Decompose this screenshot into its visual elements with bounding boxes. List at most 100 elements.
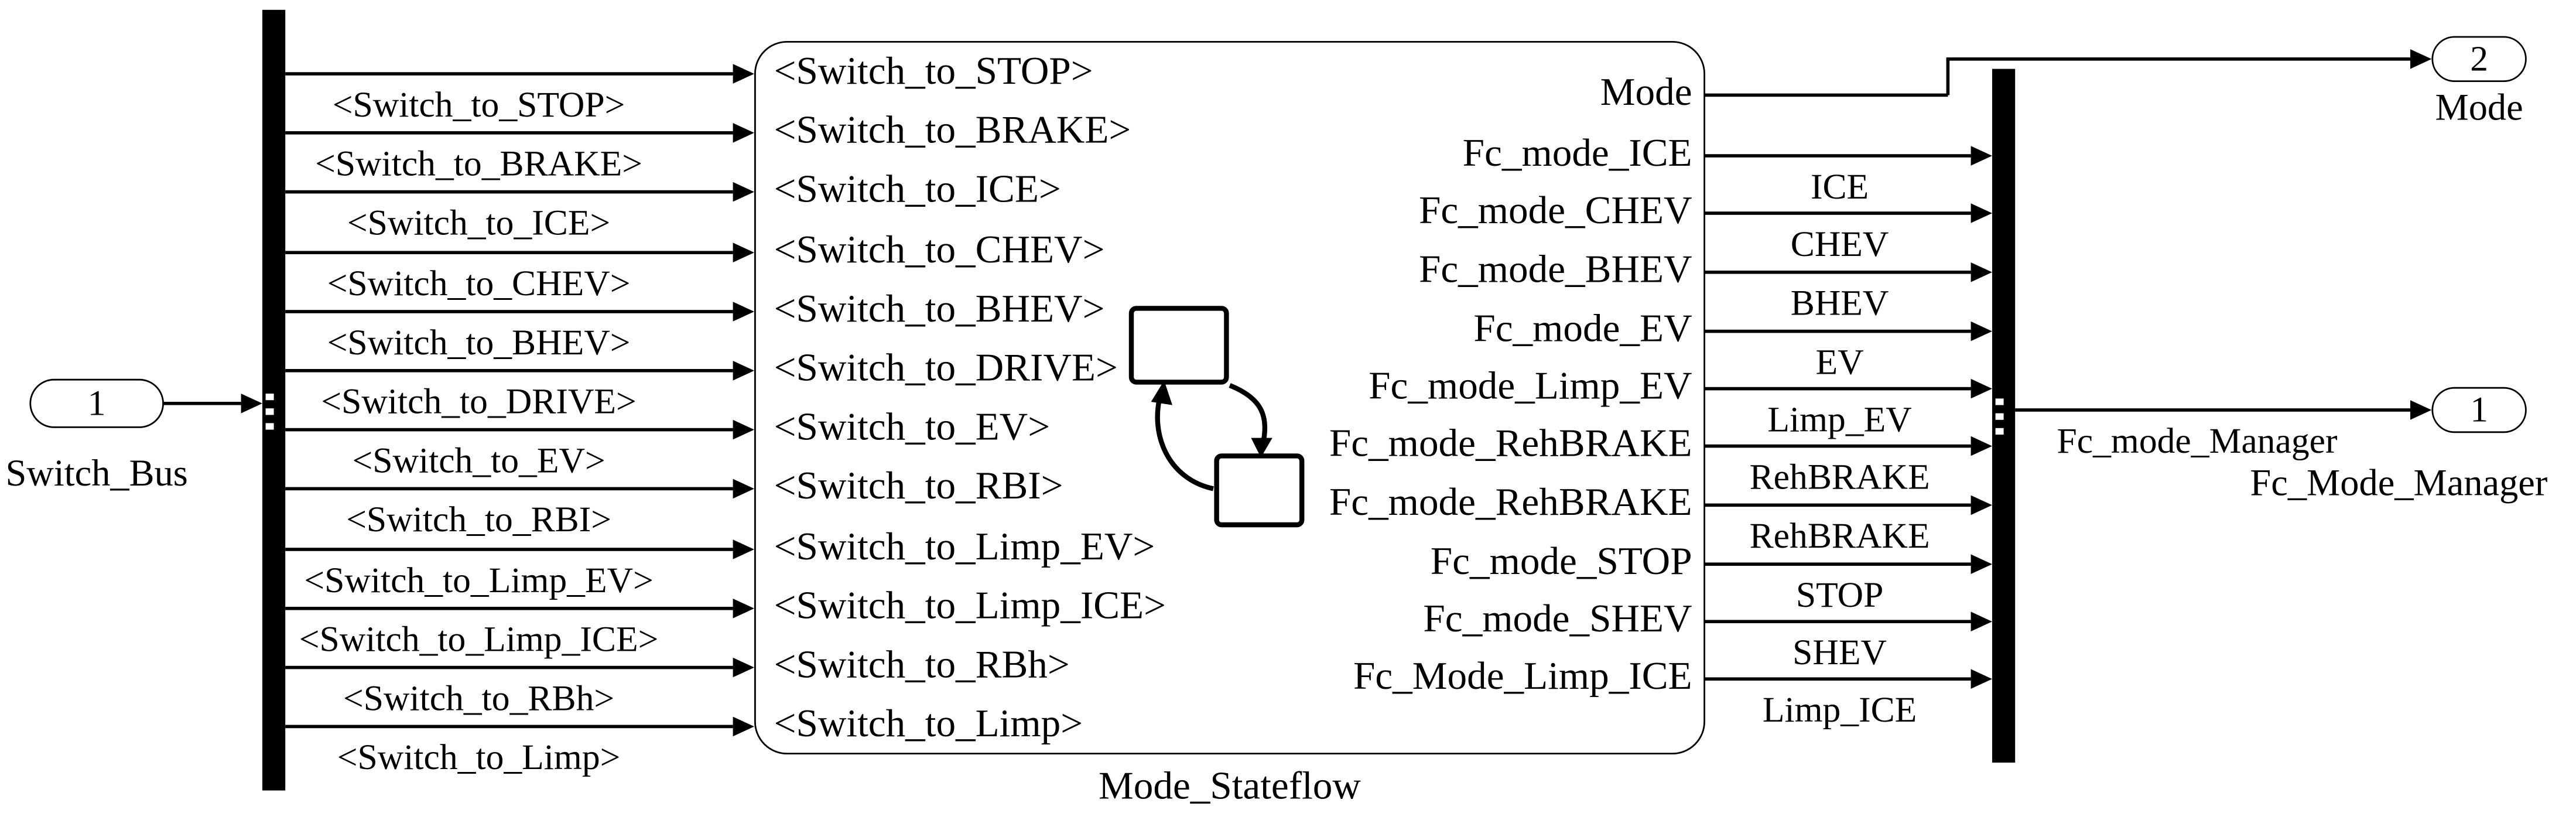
chart-output-port-label: Fc_mode_STOP [1430, 541, 1692, 584]
signal-label: STOP [1795, 574, 1884, 615]
chart-input-port-label: <Switch_to_ICE> [774, 169, 1061, 212]
chart-output-port-label: Fc_mode_Limp_EV [1369, 365, 1692, 409]
signal-line[interactable] [285, 310, 733, 313]
arrowhead-icon [733, 360, 754, 380]
bus-selector-mark-icon [265, 408, 273, 415]
chart-input-port-label: <Switch_to_RBI> [774, 466, 1063, 508]
outport-label-mode: Mode [2435, 87, 2523, 128]
signal-label: <Switch_to_Limp_EV> [304, 559, 654, 600]
inport-label: Switch_Bus [5, 452, 188, 494]
signal-label: <Switch_to_EV> [352, 439, 605, 481]
signal-line[interactable] [1705, 271, 1971, 274]
signal-line[interactable] [1705, 504, 1971, 507]
signal-line[interactable] [285, 666, 733, 669]
arrowhead-icon [1971, 261, 1992, 282]
signal-line[interactable] [1705, 620, 1971, 623]
chart-input-port-label: <Switch_to_Limp_EV> [774, 526, 1155, 569]
chart-input-port-label: <Switch_to_BRAKE> [774, 110, 1131, 153]
chart-output-port-label: Fc_mode_EV [1473, 308, 1692, 351]
signal-line-mode[interactable] [1946, 59, 1949, 95]
arrowhead-icon [1971, 668, 1992, 688]
arrowhead-icon [733, 63, 754, 83]
arrowhead-icon [733, 657, 754, 676]
chart-input-port-label: <Switch_to_Limp_ICE> [774, 585, 1166, 628]
signal-line[interactable] [285, 548, 733, 551]
arrowhead-icon [733, 300, 754, 321]
signal-line[interactable] [285, 190, 733, 193]
signal-label: RehBRAKE [1749, 515, 1930, 556]
arrowhead-icon [1971, 554, 1992, 573]
arrowhead-icon [733, 242, 754, 262]
signal-line[interactable] [1705, 562, 1971, 566]
arrowhead-icon [1971, 145, 1992, 165]
stateflow-chart-icon [1128, 306, 1305, 528]
signal-line[interactable] [285, 428, 733, 431]
signal-line[interactable] [1705, 154, 1971, 158]
arrowhead-icon [733, 478, 754, 498]
signal-label: <Switch_to_BHEV> [327, 321, 631, 363]
chart-output-port-label: Fc_mode_BHEV [1418, 249, 1692, 292]
chart-output-port-label: Fc_mode_CHEV [1418, 190, 1692, 233]
arrowhead-icon [1971, 378, 1992, 398]
arrowhead-icon [1971, 435, 1992, 455]
signal-line[interactable] [1705, 211, 1971, 215]
chart-input-port-label: <Switch_to_Limp> [774, 703, 1083, 746]
inport-block-switch-bus[interactable]: 1 [29, 378, 165, 428]
arrowhead-icon [1971, 494, 1992, 514]
outport-number: 2 [2470, 37, 2488, 79]
bus-selector-mark-icon [265, 394, 273, 401]
signal-line[interactable] [285, 725, 733, 728]
chart-input-port-label: <Switch_to_EV> [774, 406, 1051, 450]
bus-creator-mark-icon [1995, 413, 2003, 420]
chart-input-port-label: <Switch_to_STOP> [774, 50, 1093, 94]
arrowhead-icon [733, 716, 754, 736]
signal-line-mode[interactable] [1705, 94, 1948, 97]
outport-block-fc-mode-manager[interactable]: 1 [2431, 387, 2527, 433]
bus-selector-mark-icon [265, 423, 273, 430]
arrowhead-icon [733, 181, 754, 201]
stateflow-block[interactable] [754, 41, 1705, 754]
chart-input-port-label: <Switch_to_CHEV> [774, 230, 1105, 272]
signal-line-fc-mode-manager[interactable] [2015, 408, 2410, 412]
arrowhead-icon [2410, 399, 2432, 419]
chart-output-port-label: Fc_mode_RehBRAKE [1329, 482, 1692, 525]
chart-input-port-label: <Switch_to_RBh> [774, 644, 1070, 688]
signal-label: <Switch_to_Limp_ICE> [299, 618, 659, 660]
signal-line[interactable] [1705, 330, 1971, 333]
signal-label: CHEV [1790, 223, 1889, 264]
arrowhead-icon [733, 419, 754, 439]
signal-label: <Switch_to_RBh> [343, 677, 615, 719]
signal-line[interactable] [285, 72, 733, 76]
signal-label: <Switch_to_CHEV> [327, 262, 631, 303]
signal-label: <Switch_to_RBI> [346, 498, 612, 540]
signal-label: RehBRAKE [1749, 456, 1930, 497]
chart-output-port-label: Mode [1600, 72, 1692, 115]
signal-line[interactable] [285, 369, 733, 372]
signal-line[interactable] [285, 131, 733, 134]
signal-label: Limp_EV [1767, 398, 1912, 440]
signal-label-fc-mode-manager: Fc_mode_Manager [2057, 419, 2338, 461]
signal-label: BHEV [1790, 282, 1889, 323]
arrowhead-icon [1971, 202, 1992, 223]
outport-number: 1 [2470, 388, 2488, 430]
arrowhead-icon [733, 538, 754, 559]
arrowhead-icon [1971, 320, 1992, 340]
arrowhead-icon [733, 597, 754, 618]
signal-label: <Switch_to_STOP> [332, 83, 625, 125]
signal-line[interactable] [1705, 677, 1971, 681]
signal-line-mode[interactable] [1946, 57, 2410, 60]
inport-number: 1 [87, 382, 106, 423]
signal-label: <Switch_to_DRIVE> [321, 380, 637, 422]
signal-line[interactable] [285, 251, 733, 254]
signal-line[interactable] [164, 402, 241, 405]
chart-output-port-label: Fc_mode_SHEV [1423, 599, 1692, 641]
signal-line[interactable] [285, 487, 733, 490]
signal-line[interactable] [285, 607, 733, 610]
outport-block-mode[interactable]: 2 [2431, 36, 2527, 82]
signal-label: Limp_ICE [1762, 689, 1917, 730]
stateflow-block-name: Mode_Stateflow [1099, 766, 1361, 809]
signal-line[interactable] [1705, 387, 1971, 390]
signal-line[interactable] [1705, 445, 1971, 447]
bus-creator-mark-icon [1995, 398, 2003, 405]
